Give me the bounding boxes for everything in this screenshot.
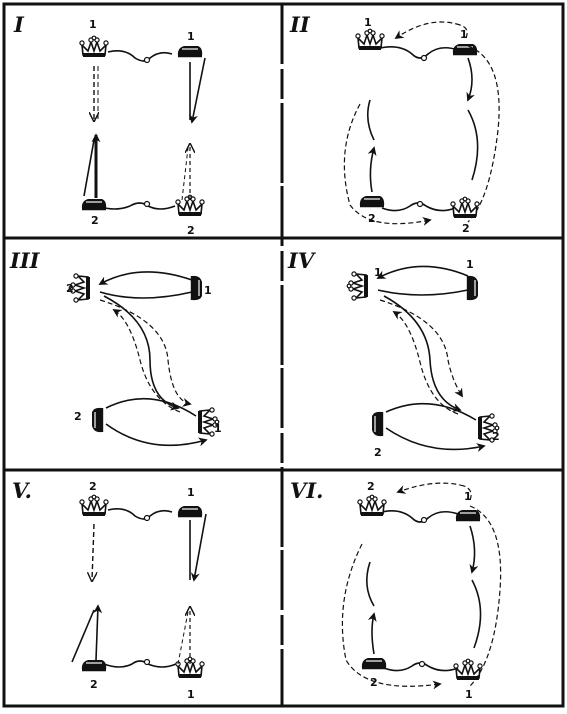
label-cap-top: 1 [187,486,195,499]
panel-6-numeral: VI. [290,478,323,503]
panel-4: IV 1 1 2 2 [287,248,500,459]
label-cap-bottom: 2 [370,676,378,689]
cap-icon [178,506,202,516]
cap-icon [82,660,106,670]
panel-2: II 1 1 2 2 [289,12,499,235]
label-cap-top: 1 [460,28,468,41]
panel-3-numeral: III [9,248,41,273]
panel-5: V. 2 1 2 1 [12,478,206,701]
crown-icon [80,495,108,516]
label-crown-bottom: 1 [214,422,222,435]
panel-3: III 2 1 2 1 [9,248,222,445]
cap-icon [453,44,477,54]
cap-icon [92,408,102,432]
cap-icon [456,510,480,520]
label-crown-bottom: 2 [492,430,500,443]
crown-icon [356,29,384,50]
crown-icon [358,495,386,516]
label-crown-top: 2 [367,480,375,493]
panel-1-numeral: I [13,12,25,37]
label-cap-bottom: 2 [90,678,98,691]
cap-icon [82,199,106,209]
crown-icon [347,272,368,300]
label-cap-top: 1 [204,284,212,297]
cap-icon [362,658,386,668]
label-cap-bottom: 2 [368,212,376,225]
label-crown-bottom: 2 [187,224,195,237]
label-cap-top: 1 [187,30,195,43]
label-crown-bottom: 1 [465,688,473,701]
label-crown-bottom: 2 [462,222,470,235]
label-crown-top: 2 [66,282,74,295]
label-cap-top: 1 [466,258,474,271]
crown-icon [451,197,479,218]
label-cap-bottom: 2 [74,410,82,423]
panel-2-numeral: II [289,12,311,37]
cap-icon [372,412,382,436]
label-cap-top: 1 [464,490,472,503]
label-crown-top: 1 [89,18,97,31]
panel-5-numeral: V. [12,478,32,503]
cap-icon [468,276,478,300]
label-crown-top: 2 [89,480,97,493]
panel-1: I 1 1 2 2 [13,12,205,237]
label-crown-bottom: 1 [187,688,195,701]
panel-6: VI. 2 1 2 1 [290,478,501,701]
label-cap-bottom: 2 [91,214,99,227]
cap-icon [360,196,384,206]
cap-icon [192,276,202,300]
label-crown-top: 1 [364,16,372,29]
cap-icon [178,46,202,56]
label-cap-bottom: 2 [374,446,382,459]
label-crown-top: 1 [374,266,382,279]
panel-4-numeral: IV [287,248,317,273]
crown-icon [80,36,108,57]
